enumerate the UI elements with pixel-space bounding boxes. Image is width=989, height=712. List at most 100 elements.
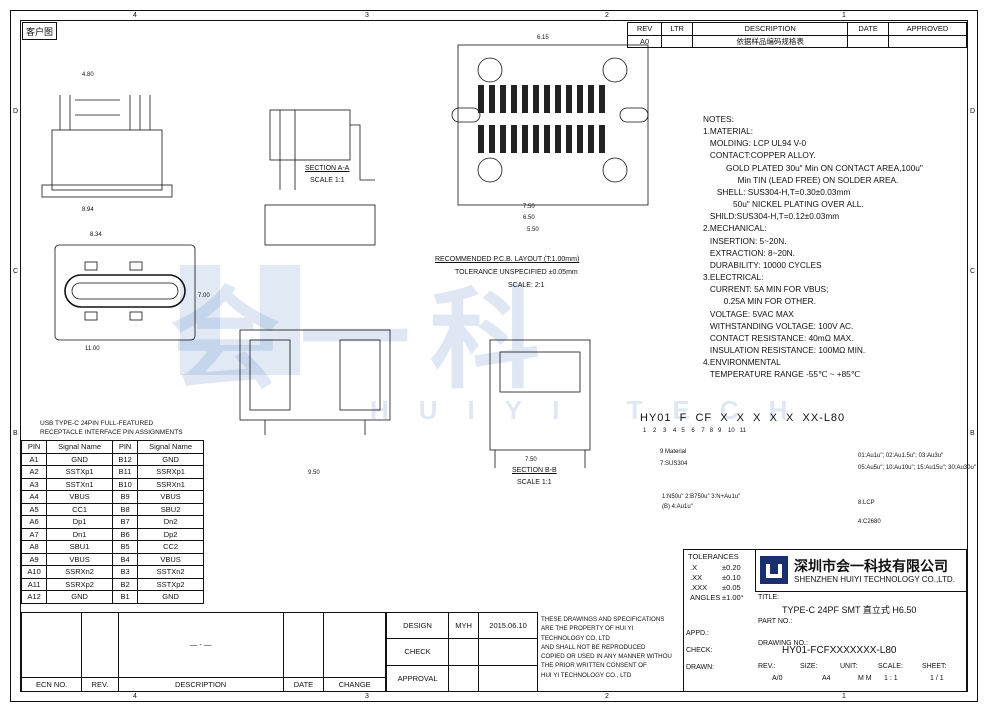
zone-bottom-1: 1 — [842, 693, 846, 700]
section-aa-scale: SCALE 1:1 — [310, 177, 345, 184]
note-line: 1.MATERIAL: — [703, 126, 754, 137]
housing-option: 8:LCP — [858, 500, 875, 506]
pcb-pads — [478, 85, 605, 153]
pcb-pad — [478, 125, 484, 153]
pin-cell: B6 — [111, 527, 139, 541]
pin-cell: SSTXp1 — [46, 465, 113, 479]
pin-cell: VBUS — [137, 490, 204, 504]
scale-label: SCALE: — [878, 663, 903, 670]
pcb-pad — [500, 85, 506, 113]
zone-left-b: B — [13, 430, 18, 437]
pcb-pad — [489, 85, 495, 113]
pin-cell: B4 — [111, 552, 139, 566]
rev-header: REV — [626, 22, 663, 36]
dim-label: 5.50 — [527, 227, 539, 233]
customer-drawing-tag: 客户图 — [22, 22, 57, 40]
pin-cell: GND — [46, 590, 113, 604]
gold-option-2: 05:Au5u"; 10:Au10u"; 15:Au15u"; 30:Au30u… — [858, 465, 976, 471]
pin-title-line-1: USB TYPE-C 24PIN FULL-FEATURED — [40, 420, 154, 427]
section-b-b — [489, 339, 591, 468]
zone-bottom-2: 2 — [605, 693, 609, 700]
pcb-pad — [533, 85, 539, 113]
pin-cell: B8 — [111, 502, 139, 516]
pin-cell: B10 — [111, 477, 139, 491]
pin-cell: SSTXn1 — [46, 477, 113, 491]
tolerance-key: .XXX — [690, 583, 708, 592]
property-line: AND SHALL NOT BE REPRODUCED — [541, 643, 646, 651]
pin-cell: B3 — [111, 565, 139, 579]
design-date: 2015.06.10 — [478, 611, 538, 640]
zone-right-c: C — [970, 268, 976, 275]
company-logo-icon — [760, 556, 788, 584]
dim-label: 7.50 — [523, 204, 535, 210]
pin-cell: A11 — [20, 577, 48, 591]
pcb-pad — [533, 125, 539, 153]
pcb-pad — [599, 85, 605, 113]
dim-label: 8.34 — [90, 232, 102, 238]
date-header: DATE — [847, 22, 890, 36]
pin-cell: VBUS — [46, 552, 113, 566]
plating-options: 1:N50u" 2:B750u" 3:N+Au1u"(B) 4:Au1u" — [662, 494, 741, 510]
pin-cell: A5 — [20, 502, 48, 516]
tolerance-key: ANGLES — [690, 593, 721, 602]
pin-cell: A6 — [20, 515, 48, 529]
pin-cell: B11 — [111, 465, 139, 479]
technical-drawings — [41, 44, 649, 468]
dim-label: 7.50 — [525, 457, 537, 463]
note-line: SHELL: SUS304-H,T=0.30±0.03mm — [703, 186, 851, 197]
watermark-subtext: HUIYI TECH — [370, 395, 818, 425]
ecn-change-label: CHANGE — [323, 676, 386, 693]
approval-label: APPROVAL — [385, 664, 450, 693]
pcb-layout — [451, 44, 649, 206]
sheet-value: 1 / 1 — [930, 675, 944, 682]
drawn-label: DRAWN: — [686, 664, 715, 671]
pcb-pad — [566, 125, 572, 153]
pcb-pad — [511, 125, 517, 153]
pin-cell: B7 — [111, 515, 139, 529]
ltr-value — [661, 34, 694, 48]
note-line: CONTACT RESISTANCE: 40mΩ MAX. — [703, 332, 854, 343]
front-view — [41, 95, 173, 198]
zone-bottom-4: 4 — [133, 693, 137, 700]
zone-top-3: 3 — [365, 12, 369, 19]
pcb-pad — [566, 85, 572, 113]
note-line: EXTRACTION: 8~20N. — [703, 247, 795, 258]
note-line: SHILD:SUS304-H,T=0.12±0.03mm — [703, 211, 840, 222]
ecn-description-label: DESCRIPTION — [117, 676, 284, 693]
note-line: VOLTAGE: 5VAC MAX — [703, 308, 794, 319]
tolerance-key: .X — [690, 563, 698, 572]
note-line: 0.25A MIN FOR OTHER. — [703, 296, 816, 307]
scale-value: 1 : 1 — [884, 675, 898, 682]
zone-top-1: 1 — [842, 12, 846, 19]
zone-right-d: D — [970, 108, 976, 115]
designer-value: MYH — [448, 611, 480, 640]
tolerance-row: ANGLES±1.00° — [690, 593, 744, 603]
design-label: DESIGN — [385, 611, 450, 640]
tolerance-value: ±1.00° — [722, 593, 744, 602]
side-view — [239, 329, 391, 435]
section-aa-caption: SECTION A-A — [305, 165, 350, 172]
dim-label: 4.80 — [82, 72, 94, 78]
pin-cell: Dn2 — [137, 515, 204, 529]
property-line: ARE THE PROPERTY OF HUI YI — [541, 625, 634, 633]
ecn-date-label: DATE — [282, 676, 325, 693]
part-code-indices: 1 2 3 4 5 6 7 8 9 10 11 — [643, 428, 746, 434]
dim-label: 7.00 — [198, 293, 210, 299]
zone-top-4: 4 — [133, 12, 137, 19]
note-line: WITHSTANDING VOLTAGE: 100V AC. — [703, 320, 854, 331]
approved-value — [888, 34, 967, 48]
dim-label: 11.00 — [85, 346, 100, 352]
drawing-no-label: DRAWING NO.: — [758, 640, 808, 647]
pin-cell: A2 — [20, 465, 48, 479]
pin-cell: SSTXn2 — [137, 565, 204, 579]
property-line: COPIED OR USED IN ANY MANNER WITHOU — [541, 653, 672, 661]
note-line: NOTES: — [703, 114, 734, 124]
note-line: Min TIN (LEAD FREE) ON SOLDER AREA. — [703, 174, 899, 185]
pin-cell: SSRXn2 — [46, 565, 113, 579]
size-value: A4 — [822, 675, 831, 682]
